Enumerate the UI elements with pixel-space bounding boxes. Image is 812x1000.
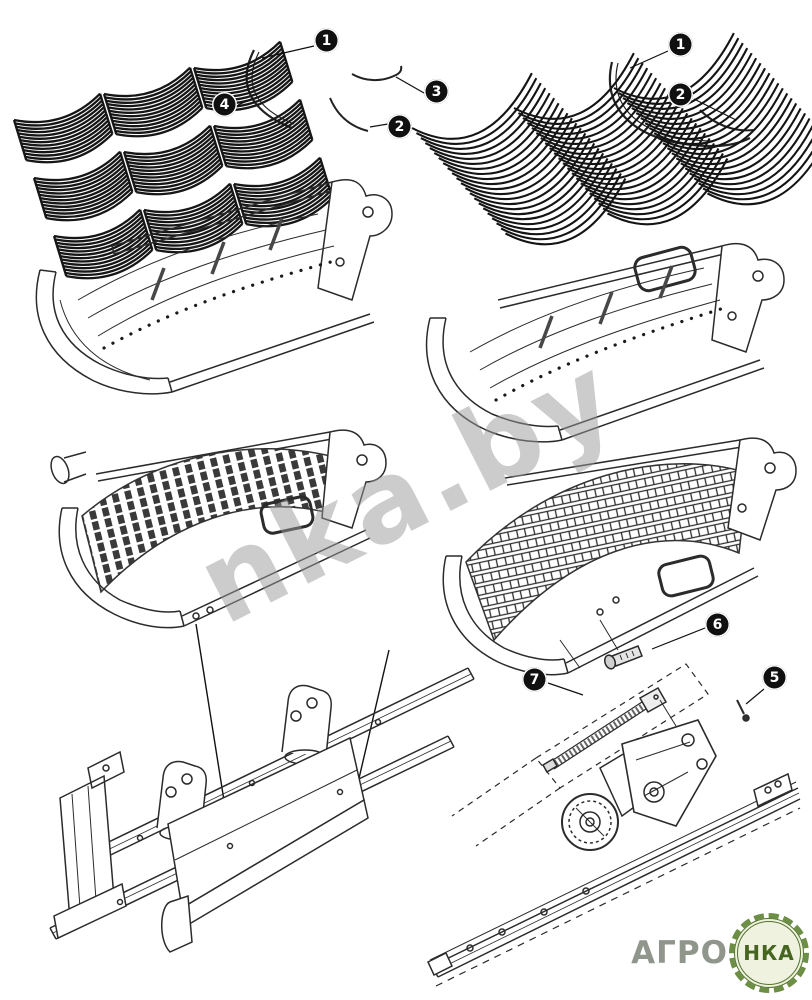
callout-1-top-right: 1	[668, 32, 693, 57]
rail-tensioner-assembly-bottom-right	[427, 645, 801, 987]
callout-2-top-left: 2	[387, 114, 412, 139]
callout-7-bottom: 7	[522, 667, 547, 692]
concave-frame-top-right	[425, 242, 785, 443]
concave-frame-top-left	[35, 178, 393, 395]
callout-2-top-right: 2	[668, 82, 693, 107]
logo-agro-text: АГРО	[631, 935, 728, 971]
concave-grid-top-right	[405, 15, 812, 273]
frame-rail-assembly-bottom-left	[49, 667, 475, 953]
callout-1-top-left: 1	[314, 28, 339, 53]
callout-4-top-left: 4	[212, 92, 237, 117]
vendor-logo: АГРО НКА	[631, 913, 809, 993]
logo-leaf-circle-icon: НКА	[729, 913, 809, 993]
callout-6-bottom: 6	[705, 612, 730, 637]
grate-assembly-middle-right	[442, 437, 797, 676]
callout-3-top-left: 3	[424, 79, 449, 104]
logo-nka-text: НКА	[743, 941, 795, 965]
rasp-bar-segments-top-left	[12, 40, 338, 289]
callout-5-bottom: 5	[762, 665, 787, 690]
grate-assembly-middle-left	[50, 429, 387, 629]
callout-leader-lines	[237, 45, 765, 705]
